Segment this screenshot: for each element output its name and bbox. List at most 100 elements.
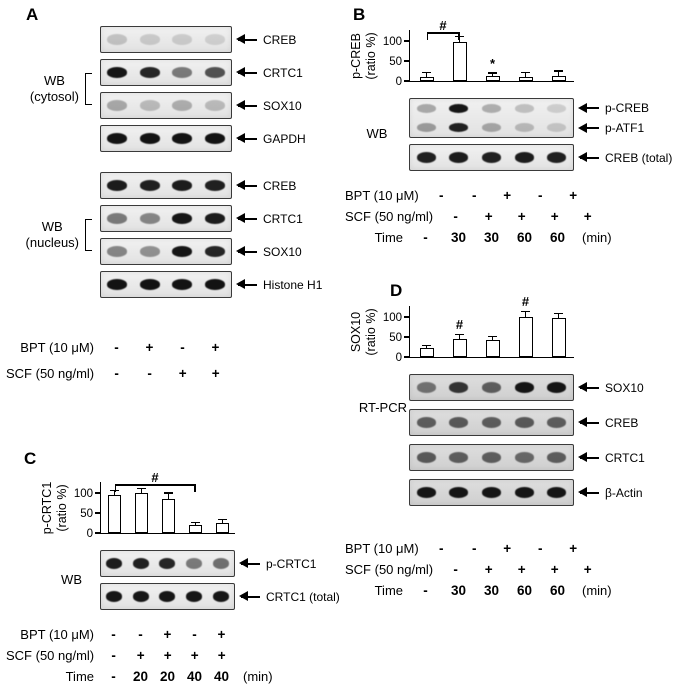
bracket-end <box>114 485 116 492</box>
protein-band <box>212 591 229 602</box>
protein-band <box>107 213 128 224</box>
condition-value: + <box>569 541 578 556</box>
error-bar-cap <box>137 487 146 489</box>
y-axis-label: p-CRTC1 (ratio %) <box>40 482 70 535</box>
error-bar <box>140 489 143 493</box>
treatment-conditions-c: BPT (10 μM) --+-+ SCF (50 ng/ml) -++++ T… <box>6 624 340 687</box>
condition-row-bpt: BPT (10 μM) --+-+ <box>345 538 677 559</box>
condition-value: + <box>550 562 559 577</box>
protein-band <box>172 67 193 78</box>
error-bar <box>113 491 116 495</box>
blot-target-label: p-CRTC1 <box>266 556 317 571</box>
y-tick-label: 100 <box>382 312 402 324</box>
significance-symbol: # <box>439 17 447 33</box>
condition-label: SCF (50 ng/ml) <box>345 562 433 577</box>
condition-label-text: Time <box>374 230 403 245</box>
rtpcr-side: RT-PCR <box>345 400 409 416</box>
y-axis-label-line: (ratio %) <box>364 308 378 356</box>
condition-value: + <box>211 365 220 381</box>
significance-bracket <box>114 484 196 486</box>
protein-band <box>132 558 149 569</box>
error-bar <box>425 73 428 77</box>
condition-value: 30 <box>483 583 500 598</box>
arrow-icon <box>236 213 257 223</box>
y-axis-label: p-CREB (ratio %) <box>349 32 379 79</box>
condition-values: --+-+ <box>425 188 590 203</box>
error-bar-cap <box>218 518 227 521</box>
condition-value: - <box>423 230 428 245</box>
protein-band <box>139 34 160 45</box>
y-tick-label: 0 <box>395 352 402 364</box>
blot-target-label: Histone H1 <box>263 277 323 292</box>
protein-band <box>416 123 436 132</box>
error-bar <box>557 71 560 76</box>
arrow-icon <box>578 102 599 113</box>
condition-value: - <box>423 583 428 598</box>
protein-band <box>204 34 225 45</box>
protein-band <box>204 133 225 144</box>
y-tick-mark <box>404 316 410 318</box>
protein-band <box>449 417 469 428</box>
treatment-conditions-a: BPT (10 μM) -+-+ SCF (50 ng/ml) --++ <box>6 334 340 386</box>
condition-label: BPT (10 μM) <box>6 627 94 642</box>
condition-row-scf: SCF (50 ng/ml) -++++ <box>345 559 677 580</box>
protein-band <box>514 452 534 463</box>
protein-band <box>172 213 193 224</box>
pcreb-band-row <box>410 99 573 118</box>
blot-crtc1-total <box>100 583 235 610</box>
protein-band <box>416 487 436 498</box>
protein-band <box>514 382 534 393</box>
protein-band <box>416 152 436 163</box>
time-unit-suffix: (min) <box>582 583 612 598</box>
protein-band <box>547 452 567 463</box>
condition-label-text: BPT (10 μM) <box>345 188 419 203</box>
blot-target-label: p-ATF1 <box>605 121 645 135</box>
blot-crtc1-cytosol <box>100 59 232 86</box>
wb-nucleus-group: WB (nucleus) CREB CRTC1 <box>6 172 340 298</box>
arrow-icon <box>239 558 260 568</box>
group-bracket <box>85 72 92 106</box>
error-bar-cap <box>521 310 530 313</box>
arrow-icon <box>236 279 257 289</box>
protein-band <box>107 67 128 78</box>
protein-band <box>139 67 160 78</box>
protein-band <box>547 382 567 393</box>
error-bar <box>221 520 224 523</box>
protein-band <box>449 382 469 393</box>
condition-label: Time <box>345 583 403 598</box>
blot-row: CREB <box>100 172 322 199</box>
condition-label-text: BPT (10 μM) <box>20 339 94 355</box>
condition-value: + <box>217 627 226 642</box>
blot-creb-total <box>409 144 574 171</box>
protein-band <box>514 152 534 163</box>
significance-symbol: # <box>455 317 464 332</box>
bar-lane-1 <box>419 77 434 81</box>
protein-band <box>172 180 193 191</box>
condition-value: + <box>484 562 493 577</box>
wb-label-line: WB <box>41 218 63 234</box>
protein-band <box>212 558 229 569</box>
significance-symbol: * <box>489 55 496 71</box>
bar-lane-3 <box>162 499 175 533</box>
condition-value: - <box>111 669 116 684</box>
protein-band <box>547 417 567 428</box>
condition-value: - <box>114 365 119 381</box>
arrow-icon <box>578 122 599 133</box>
blot-crtc1-nucleus <box>100 205 232 232</box>
y-tick-label: 100 <box>382 36 402 48</box>
blot-pointer: p-ATF1 <box>574 121 649 135</box>
protein-band <box>481 123 501 132</box>
condition-label: Time <box>6 669 94 684</box>
condition-value: - <box>114 339 119 355</box>
condition-value: + <box>517 209 526 224</box>
cytosol-blots: CREB CRTC1 SOX10 GAPDH <box>100 26 306 152</box>
arrow-icon <box>236 133 257 143</box>
arrow-icon <box>578 152 599 162</box>
condition-value: - <box>471 188 477 203</box>
condition-values: --+-+ <box>425 541 590 556</box>
